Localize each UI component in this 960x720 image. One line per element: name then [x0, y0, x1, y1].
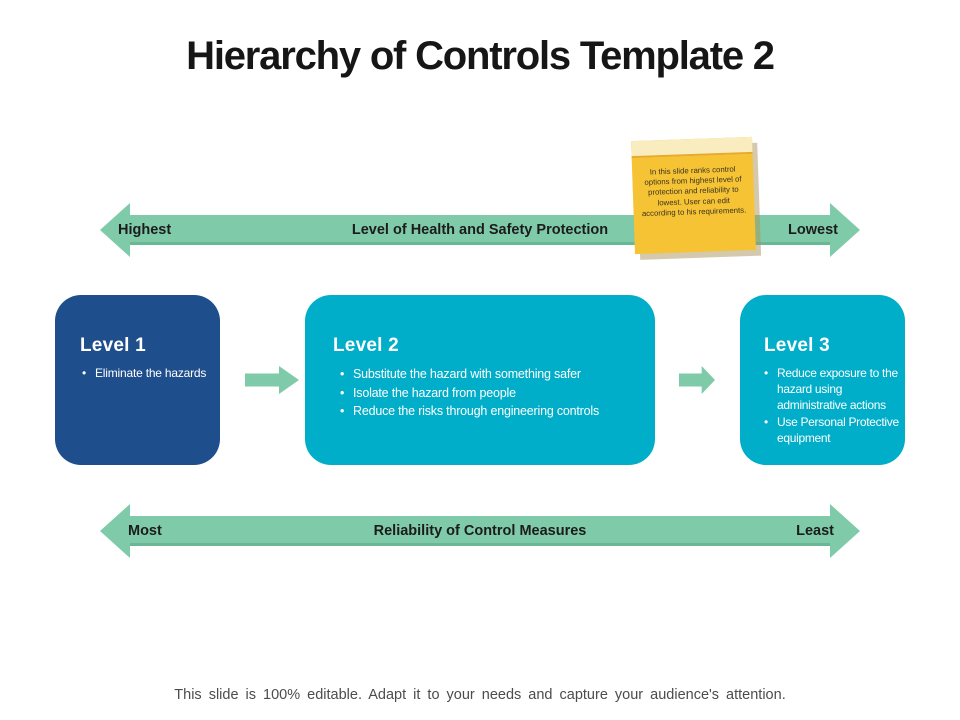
double-arrow-icon [100, 504, 860, 558]
footer-note: This slide is 100% editable. Adapt it to… [174, 687, 786, 703]
bullet-item: Reduce the risks through engineering con… [340, 403, 647, 420]
bottom-arrow-left-label: Most [128, 523, 162, 539]
sticky-note-text: In this slide ranks control options from… [641, 165, 747, 219]
reliability-scale-arrow: Most Reliability of Control Measures Lea… [100, 503, 860, 559]
level-1-bullets: Eliminate the hazards [55, 366, 220, 382]
bullet-item: Substitute the hazard with something saf… [340, 366, 647, 383]
level-3-bullets: Reduce exposure to the hazard using admi… [740, 366, 905, 447]
flow-arrow-1-icon [245, 366, 299, 394]
bullet-item: Isolate the hazard from people [340, 385, 647, 402]
flow-arrow-2-icon [679, 366, 715, 394]
level-1-box: Level 1 Eliminate the hazards [55, 295, 220, 465]
top-arrow-right-label: Lowest [788, 222, 838, 238]
bullet-item: Eliminate the hazards [82, 366, 212, 382]
top-arrow-center-label: Level of Health and Safety Protection [351, 222, 609, 238]
level-1-title: Level 1 [80, 335, 146, 356]
bottom-arrow-center-label: Reliability of Control Measures [373, 523, 587, 539]
bullet-item: Reduce exposure to the hazard using admi… [764, 366, 905, 413]
sticky-note-fold [631, 136, 753, 159]
level-2-box: Level 2 Substitute the hazard with somet… [305, 295, 655, 465]
level-3-title: Level 3 [764, 335, 830, 356]
level-2-bullets: Substitute the hazard with something saf… [305, 366, 655, 420]
level-3-box: Level 3 Reduce exposure to the hazard us… [740, 295, 905, 465]
top-arrow-left-label: Highest [118, 222, 172, 238]
level-2-title: Level 2 [333, 335, 399, 356]
bottom-arrow-right-label: Least [796, 523, 834, 539]
page-title: Hierarchy of Controls Template 2 [186, 34, 775, 78]
bullet-item: Use Personal Protective equipment [764, 415, 905, 447]
sticky-note: In this slide ranks control options from… [631, 136, 756, 255]
